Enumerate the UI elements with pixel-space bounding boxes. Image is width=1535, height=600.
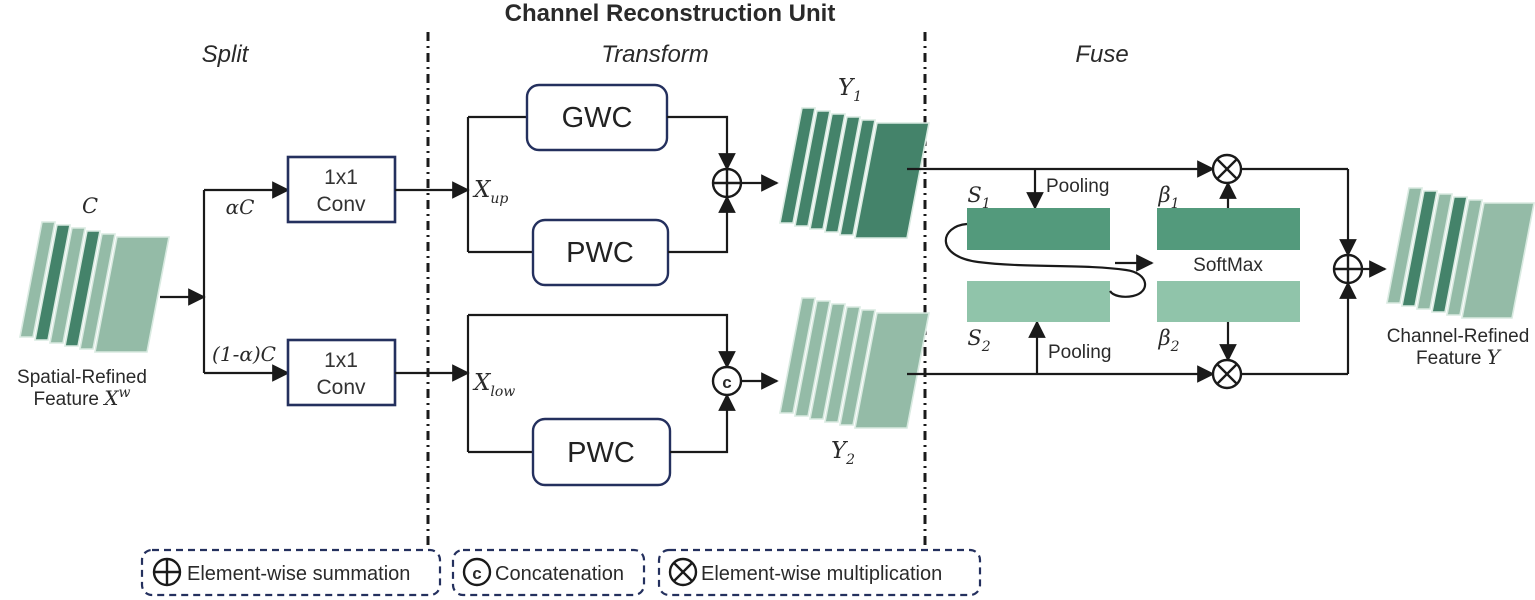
s1-bar — [967, 208, 1110, 250]
feature-plate — [34, 224, 71, 341]
pwc-bottom-label: PWC — [567, 437, 635, 469]
softmax-label: SoftMax — [1193, 255, 1263, 276]
feature-plate — [839, 119, 876, 236]
beta2-bar — [1157, 281, 1300, 322]
s2-label: S2 — [967, 326, 990, 355]
section-label-transform: Transform — [601, 41, 709, 68]
input-caption-line1: Spatial-Refined — [17, 367, 147, 388]
s1-label: S1 — [967, 183, 990, 212]
y1-feature-stack — [779, 107, 930, 239]
feature-plate — [839, 309, 876, 426]
feature-plate — [1461, 202, 1535, 319]
feature-plate — [824, 306, 861, 423]
legend-box-summation — [140, 548, 442, 597]
feature-plate — [49, 227, 86, 344]
transform-section: Xup GWC PWC Y1 Xlow PWC c — [395, 75, 930, 487]
concat-symbol: c — [722, 373, 731, 392]
one-minus-alpha-channels-label: (1-α)C — [212, 342, 276, 366]
beta1-label: β1 — [1157, 183, 1179, 212]
conv-box-top-line1: 1x1 — [324, 166, 358, 189]
feature-plate — [94, 236, 170, 353]
output-caption-line2: Feature Y — [1416, 345, 1502, 369]
y2-feature-stack — [779, 297, 930, 429]
x-up-label: Xup — [472, 177, 508, 207]
feature-plate — [1401, 190, 1438, 307]
feature-plate — [1416, 193, 1453, 310]
times-glyph — [1216, 363, 1238, 385]
feature-plate — [19, 221, 56, 338]
input-feature-stack — [19, 221, 170, 353]
feature-plate — [779, 297, 816, 414]
fuse-section: Pooling Pooling S1 S2 β1 β2 SoftMax — [907, 153, 1535, 390]
pooling-bottom-label: Pooling — [1048, 342, 1111, 363]
pwc-top-label: PWC — [566, 237, 634, 269]
feature-plate — [1446, 199, 1483, 316]
split-section: C Spatial-Refined Feature Xw αC (1-α)C 1… — [17, 155, 397, 410]
legend-box-concatenation — [451, 548, 646, 597]
times-glyph — [673, 562, 693, 582]
beta1-bar — [1157, 208, 1300, 250]
feature-plate — [824, 116, 861, 233]
feature-plate — [779, 107, 816, 224]
beta2-label: β2 — [1157, 326, 1179, 355]
arrow-identity-to-concat — [468, 313, 736, 369]
diagram-title: Channel Reconstruction Unit — [505, 0, 836, 27]
conv-box-top-line2: Conv — [316, 193, 366, 216]
feature-plate — [794, 110, 831, 227]
legend-label-summation: Element-wise summation — [187, 563, 410, 585]
arrow-pwc-to-concat — [670, 393, 736, 454]
input-caption-line2: Feature Xw — [34, 385, 131, 410]
pooling-top-label: Pooling — [1046, 176, 1109, 197]
feature-plate — [64, 230, 101, 347]
conv-box-bottom-line2: Conv — [316, 376, 366, 399]
channels-label: C — [82, 194, 98, 218]
section-label-split: Split — [202, 41, 250, 68]
feature-plate — [1386, 187, 1423, 304]
legend: Element-wise summation c Concatenation E… — [140, 548, 982, 597]
conv-box-bottom-line1: 1x1 — [324, 349, 358, 372]
c-circle-icon — [462, 557, 492, 587]
concat-symbol: c — [472, 564, 481, 583]
legend-box-multiplication — [657, 548, 982, 597]
legend-label-concatenation: Concatenation — [495, 563, 624, 585]
legend-label-multiplication: Element-wise multiplication — [701, 563, 942, 585]
feature-plate — [809, 113, 846, 230]
feature-plate — [79, 233, 116, 350]
output-feature-stack — [1386, 187, 1535, 319]
output-caption-line1: Channel-Refined — [1387, 326, 1530, 347]
feature-plate — [1431, 196, 1468, 313]
times-glyph — [1216, 158, 1238, 180]
alpha-channels-label: αC — [226, 195, 255, 219]
arrow-pwc-to-sum — [668, 195, 736, 254]
arrow-gwc-to-sum — [667, 115, 736, 171]
channel-shuffle-curve — [944, 222, 1146, 298]
feature-plate — [854, 312, 930, 429]
feature-plate — [854, 122, 930, 239]
y1-label: Y1 — [838, 75, 862, 105]
s2-bar — [967, 281, 1110, 322]
gwc-label: GWC — [562, 102, 633, 134]
conv-box-bottom — [286, 338, 397, 407]
x-low-label: Xlow — [472, 370, 515, 400]
feature-plate — [794, 300, 831, 417]
feature-plate — [809, 303, 846, 420]
section-label-fuse: Fuse — [1075, 41, 1128, 68]
y2-label: Y2 — [831, 438, 855, 468]
